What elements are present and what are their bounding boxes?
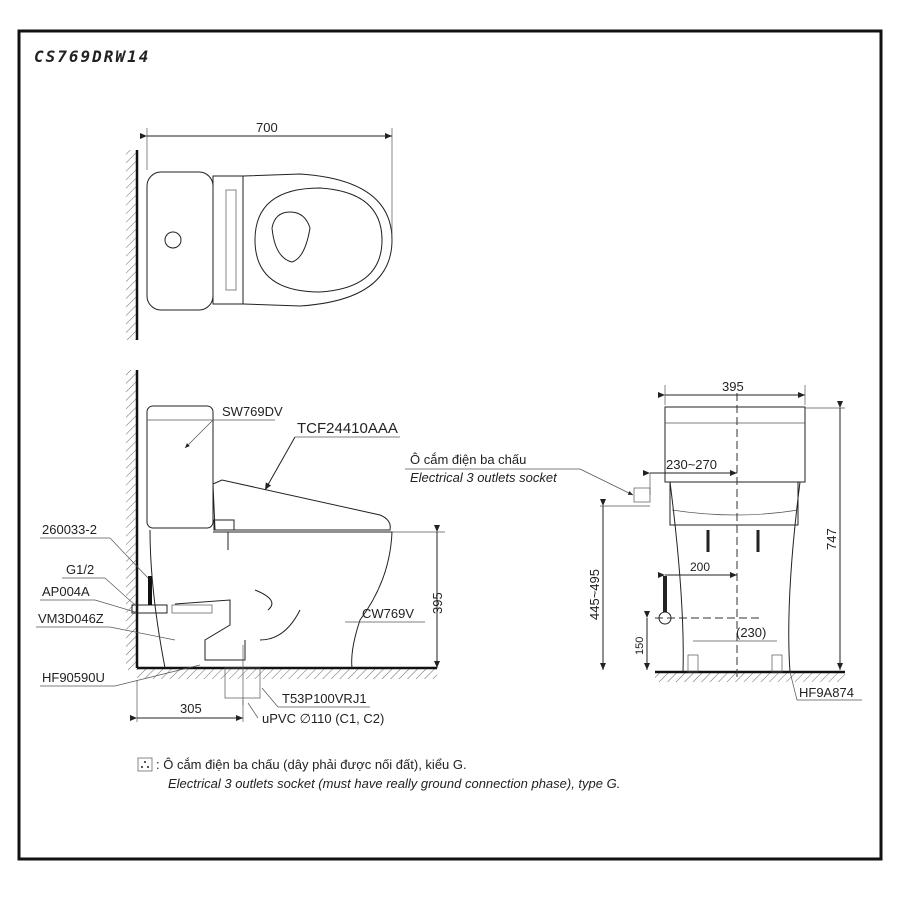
label-vm3d046z: VM3D046Z: [38, 611, 104, 626]
supply-height-dim: 150: [634, 637, 646, 655]
footnote-vi: : Ô cắm điện ba chấu (dây phải được nối …: [156, 757, 467, 772]
socket-height-dim: 445~495: [587, 569, 602, 620]
rough-in-dim: 305: [180, 701, 202, 716]
bolt-spacing-dim: (230): [736, 625, 766, 640]
top-view: 700: [126, 120, 393, 340]
label-260033: 260033-2: [42, 522, 97, 537]
side-view: 395 305 SW769DV TCF24410AAA 260033-2 G1/…: [36, 370, 445, 726]
front-width-dim: 395: [722, 379, 744, 394]
label-hf90590u: HF90590U: [42, 670, 105, 685]
label-g12: G1/2: [66, 562, 94, 577]
footnote-en: Electrical 3 outlets socket (must have r…: [168, 776, 620, 791]
label-ap004a: AP004A: [42, 584, 90, 599]
label-seat: TCF24410AAA: [297, 420, 398, 437]
socket-icon: [633, 487, 651, 503]
socket-offset-dim: 230~270: [666, 457, 717, 472]
label-tank: SW769DV: [222, 404, 283, 419]
front-height-dim: 747: [824, 528, 839, 550]
label-bowl: CW769V: [362, 606, 414, 621]
supply-offset-dim: 200: [690, 560, 710, 574]
socket-label-vi: Ô cắm điện ba chấu: [410, 452, 526, 467]
front-view: 395 747 445~495 150 230~270 200 (230) HF…: [587, 379, 862, 701]
model-title: CS769DRW14: [34, 47, 150, 66]
label-t53p: T53P100VRJ1: [282, 691, 367, 706]
socket-legend-icon: [137, 757, 153, 772]
side-height-dim: 395: [430, 592, 445, 614]
drawing-frame: [17, 29, 883, 861]
top-width-dim: 700: [256, 120, 278, 135]
socket-label-en: Electrical 3 outlets socket: [410, 470, 558, 485]
label-upvc: uPVC ∅110 (C1, C2): [262, 711, 384, 726]
label-hf9a874: HF9A874: [799, 685, 854, 700]
